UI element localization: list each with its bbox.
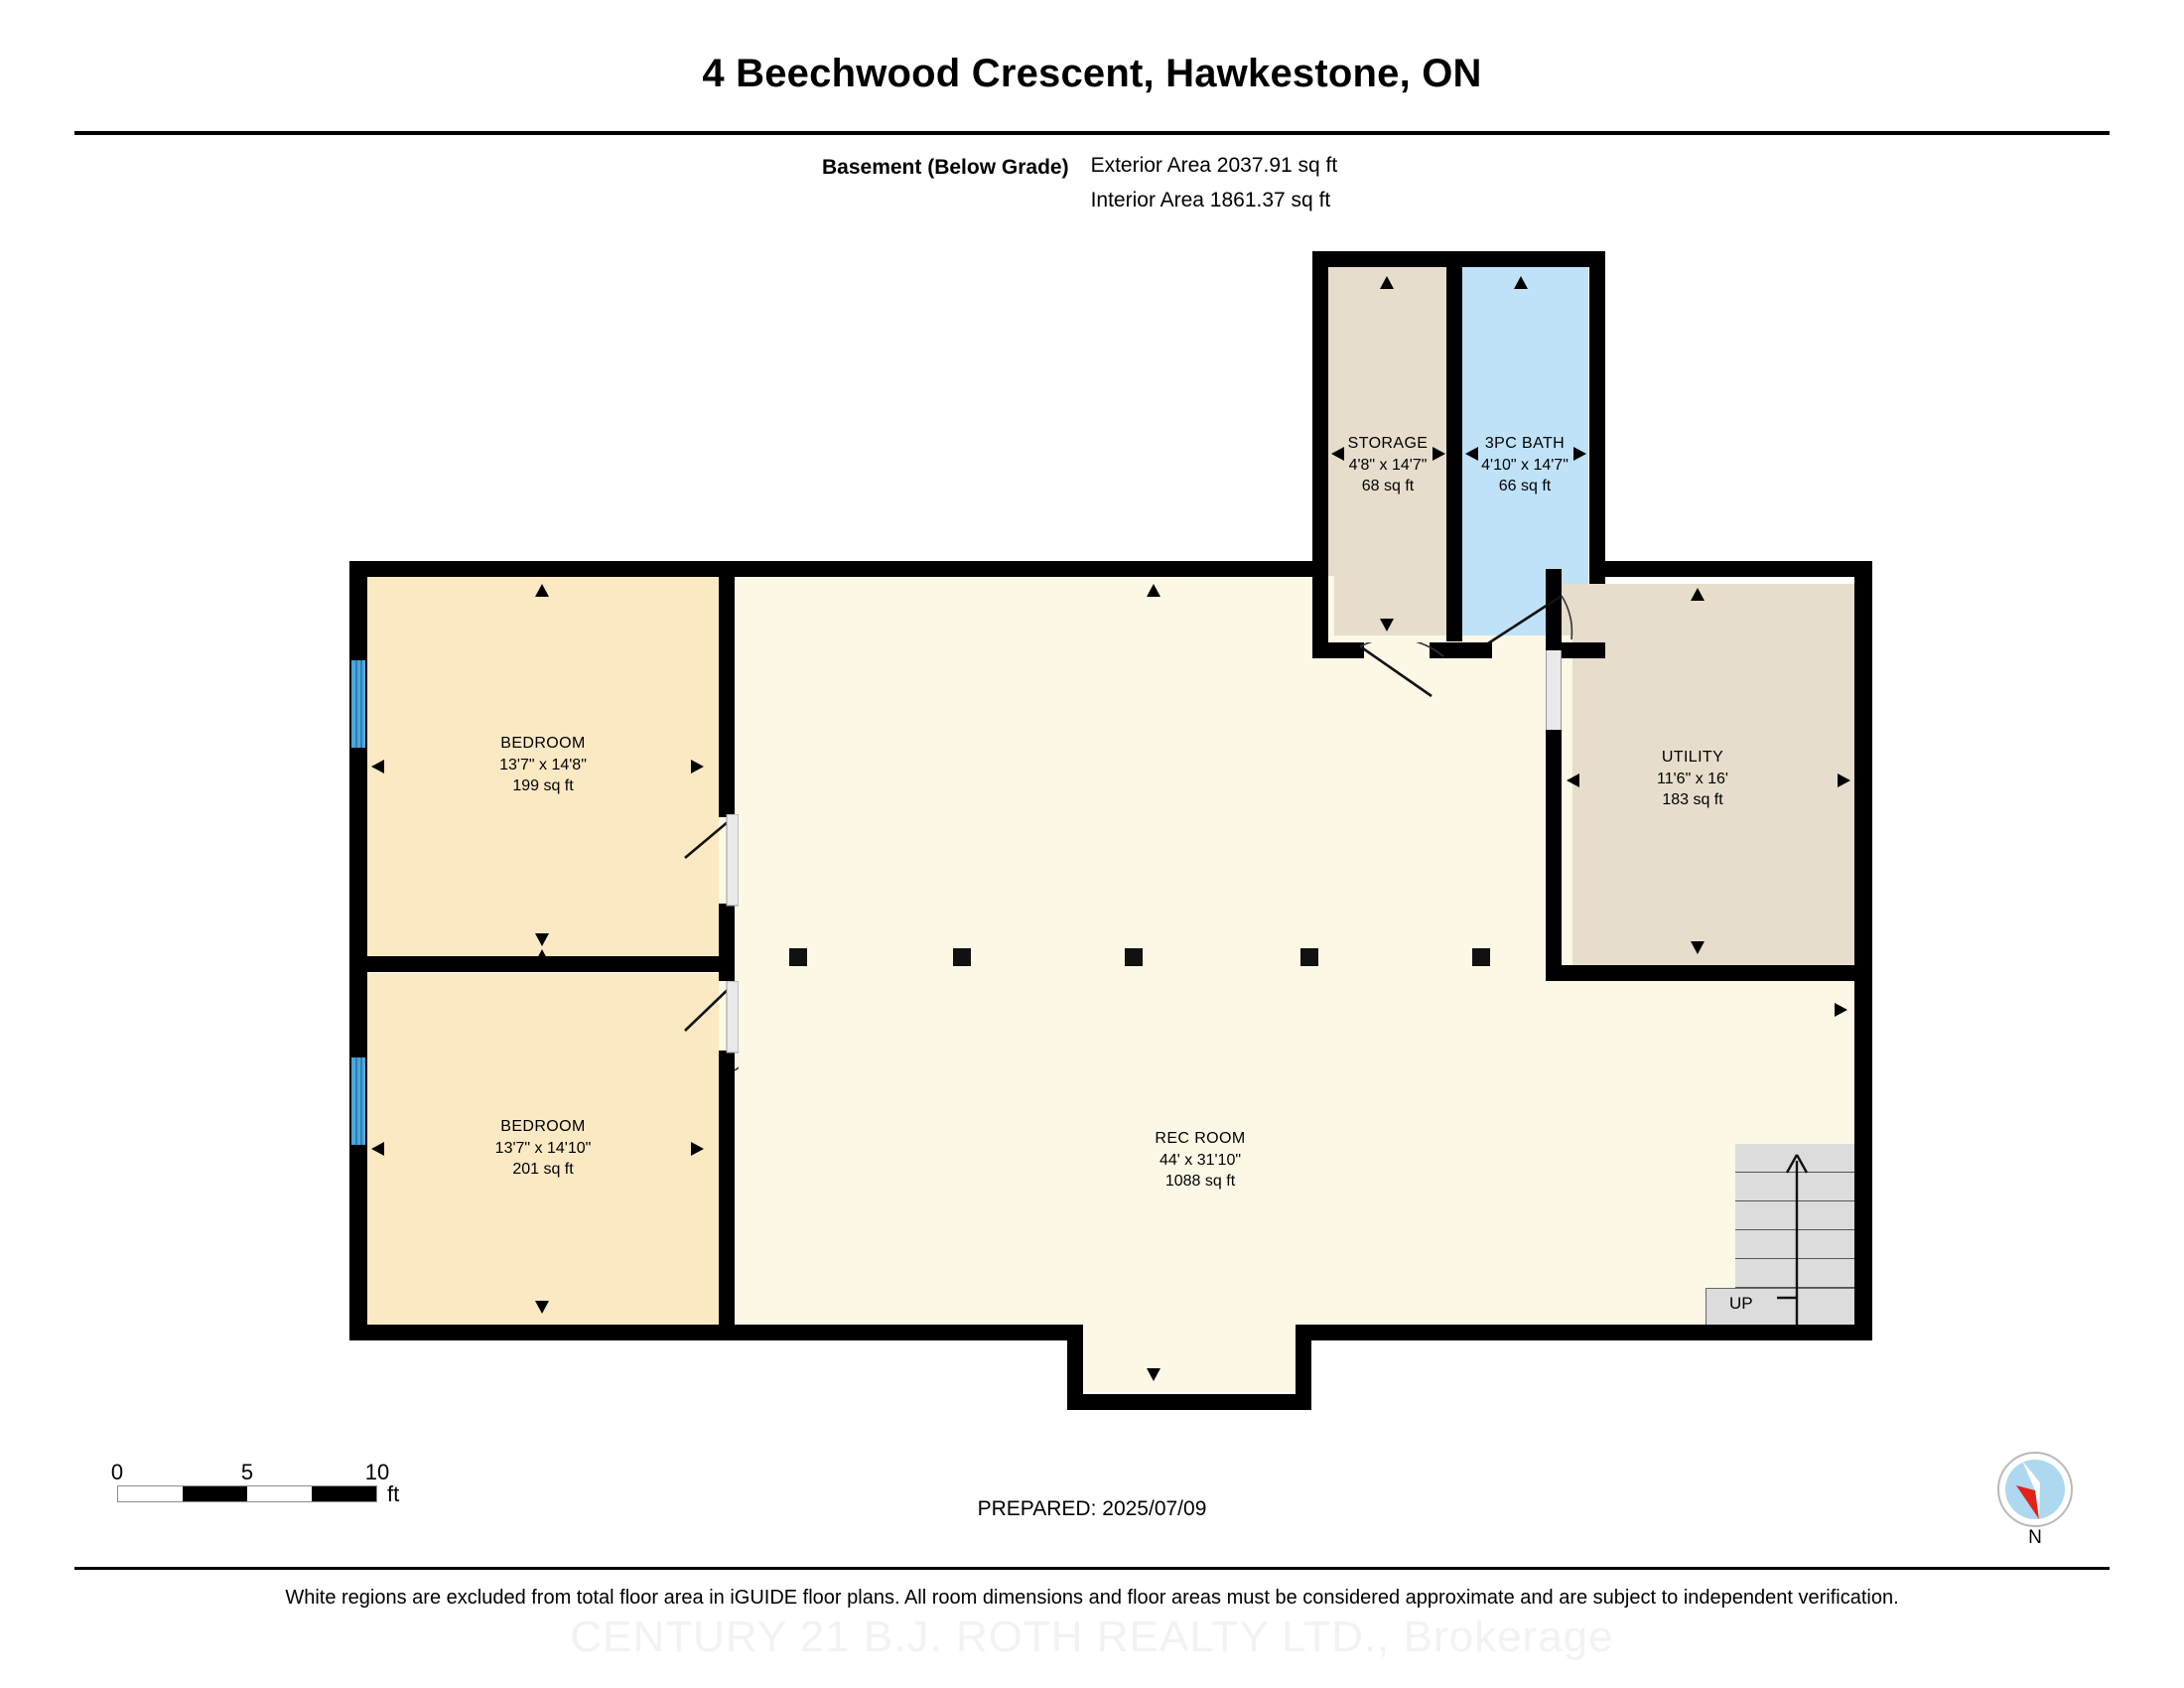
stair-tread bbox=[1735, 1230, 1854, 1259]
room-shape-bath bbox=[1461, 266, 1588, 641]
header-divider bbox=[74, 131, 2110, 135]
disclaimer-text: White regions are excluded from total fl… bbox=[285, 1587, 1899, 1609]
window-bedroom1 bbox=[351, 660, 365, 748]
dim-arrow-utility-up bbox=[1691, 588, 1705, 601]
dim-arrow-storage-left bbox=[1331, 447, 1344, 461]
wall-bath-bottom-left bbox=[1462, 642, 1492, 658]
scale-segment bbox=[183, 1486, 247, 1501]
scale-tick-5: 5 bbox=[240, 1460, 254, 1484]
dim-arrow-storage-right bbox=[1433, 447, 1445, 461]
door-storage-icon bbox=[1359, 642, 1444, 698]
stair-up-arrow-icon bbox=[1777, 1154, 1809, 1334]
footer-divider bbox=[74, 1567, 2110, 1570]
wall-main-top-left bbox=[349, 561, 1328, 577]
dim-arrow-storage-down bbox=[1380, 619, 1394, 632]
wall-main-bottom-right bbox=[1296, 1325, 1872, 1340]
door-bedroom1-icon bbox=[684, 814, 739, 907]
window-bedroom2 bbox=[351, 1057, 365, 1145]
dim-arrow-utility-down bbox=[1691, 941, 1705, 954]
subheader: Basement (Below Grade) Exterior Area 203… bbox=[822, 154, 1337, 212]
room-shape-recroom-main bbox=[719, 576, 1334, 1326]
room-shape-recroom-upper-right bbox=[1334, 635, 1572, 968]
stair-landing bbox=[1706, 1288, 1854, 1326]
room-shape-recroom-bumpout bbox=[1082, 1321, 1296, 1392]
scale-segment bbox=[247, 1486, 312, 1501]
dim-arrow-bedroom1-left bbox=[371, 760, 384, 774]
stair-tread bbox=[1735, 1173, 1854, 1201]
interior-area-text: Interior Area 1861.37 sq ft bbox=[1090, 189, 1331, 211]
door-bath-icon bbox=[1487, 594, 1573, 645]
dim-arrow-recroom-right bbox=[1835, 1003, 1847, 1017]
support-post bbox=[1125, 948, 1143, 966]
room-shape-bedroom1 bbox=[365, 576, 719, 958]
support-post bbox=[1300, 948, 1318, 966]
wall-main-bottom-left bbox=[349, 1325, 1082, 1340]
support-post bbox=[789, 948, 807, 966]
wall-main-right bbox=[1854, 561, 1872, 1340]
area-summary: Exterior Area 2037.91 sq ft Interior Are… bbox=[1091, 154, 1338, 212]
wall-storage-bottom-right bbox=[1430, 642, 1462, 658]
level-name: Basement (Below Grade) bbox=[822, 156, 1069, 179]
wall-bumpout-left bbox=[1067, 1325, 1083, 1409]
wall-bumpout-right bbox=[1296, 1325, 1311, 1409]
wall-bath-bottom-right bbox=[1556, 642, 1605, 658]
compass-north-label: N bbox=[2028, 1527, 2042, 1548]
scale-unit-label: ft bbox=[387, 1481, 400, 1506]
door-bedroom2-icon bbox=[684, 981, 739, 1071]
wall-main-top-right bbox=[1589, 561, 1871, 577]
dim-arrow-bedroom2-down bbox=[535, 1301, 549, 1314]
stair-tread bbox=[1735, 1201, 1854, 1230]
scale-tick-0: 0 bbox=[110, 1460, 124, 1484]
dim-arrow-bedroom1-down bbox=[535, 933, 549, 946]
wall-bedroom-partition-vertical-a bbox=[719, 561, 735, 817]
dim-arrow-recroom-down bbox=[1147, 1368, 1160, 1381]
wall-bedroom-partition-vertical-c bbox=[719, 1051, 735, 1340]
brokerage-watermark: CENTURY 21 B.J. ROTH REALTY LTD., Broker… bbox=[570, 1613, 1614, 1661]
dim-arrow-bath-up bbox=[1514, 276, 1528, 289]
dim-arrow-storage-up bbox=[1380, 276, 1394, 289]
room-shape-storage bbox=[1327, 266, 1446, 641]
room-shape-utility bbox=[1562, 584, 1854, 969]
scale-tick-10: 10 bbox=[364, 1460, 390, 1484]
dim-arrow-bath-left bbox=[1465, 447, 1478, 461]
support-post bbox=[953, 948, 971, 966]
door-opening-utility bbox=[1546, 650, 1562, 730]
wall-upper-block-left bbox=[1312, 251, 1328, 658]
wall-utility-bottom bbox=[1546, 965, 1871, 981]
prepared-date: PREPARED: 2025/07/09 bbox=[977, 1497, 1207, 1520]
wall-upper-block-right bbox=[1589, 251, 1605, 584]
stair-up-label: UP bbox=[1729, 1294, 1753, 1313]
dim-arrow-bedroom2-up bbox=[535, 949, 549, 962]
dim-arrow-bedroom2-left bbox=[371, 1142, 384, 1156]
dim-arrow-utility-right bbox=[1838, 774, 1850, 787]
stair-tread bbox=[1735, 1259, 1854, 1288]
wall-bedroom-divider-horizontal bbox=[349, 956, 735, 972]
dim-arrow-bedroom1-up bbox=[535, 584, 549, 597]
dim-arrow-bedroom1-right bbox=[691, 760, 704, 774]
wall-storage-bottom-left bbox=[1312, 642, 1364, 658]
scale-bar-group: 0 5 10 ft bbox=[111, 1460, 399, 1506]
compass-rose-icon bbox=[1997, 1452, 2073, 1527]
scale-bar bbox=[117, 1485, 377, 1502]
support-post bbox=[1472, 948, 1490, 966]
wall-bumpout-bottom bbox=[1067, 1394, 1311, 1410]
page-title: 4 Beechwood Crescent, Hawkestone, ON bbox=[702, 52, 1482, 95]
scale-segment bbox=[312, 1486, 376, 1501]
dim-arrow-bath-right bbox=[1573, 447, 1586, 461]
dim-arrow-utility-left bbox=[1567, 774, 1579, 787]
room-shape-bedroom2 bbox=[365, 973, 719, 1326]
scale-segment bbox=[118, 1486, 183, 1501]
dim-arrow-bedroom2-right bbox=[691, 1142, 704, 1156]
wall-main-left bbox=[349, 561, 367, 1340]
dim-arrow-recroom-up bbox=[1147, 584, 1160, 597]
wall-storage-bath-divider bbox=[1446, 251, 1462, 641]
exterior-area-text: Exterior Area 2037.91 sq ft bbox=[1090, 154, 1338, 177]
scale-tick-labels: 0 5 10 bbox=[111, 1460, 389, 1485]
